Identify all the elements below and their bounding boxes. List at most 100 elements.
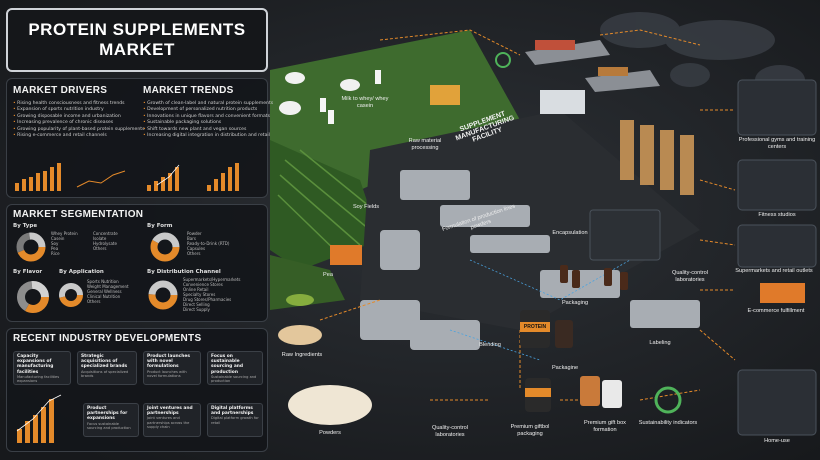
development-card-title: Digital platforms and partnerships — [211, 406, 254, 417]
drivers-panel: MARKET DRIVERS Rising health consciousne… — [6, 78, 273, 198]
giftbox-packaging-label: Premium giftbol packaging — [510, 424, 550, 437]
by-flavor-label: By Flavor — [13, 269, 43, 275]
labeling-label: Labeling — [649, 340, 671, 346]
legend-item: Hydrolysate — [93, 241, 117, 246]
legend-item: Whey Protein — [51, 231, 78, 236]
development-card: Product launches with novel formulations… — [143, 351, 201, 385]
quality-bottom-label: Quality-control laboratories — [431, 425, 469, 438]
protein-jar-label: PROTEIN — [523, 324, 547, 330]
legend-item: General Wellness — [87, 289, 122, 294]
title-line-1: PROTEIN SUPPLEMENTS — [28, 20, 246, 39]
legend-item: Weight Management — [87, 284, 129, 289]
development-card-body: Manufacturing facilities expansions — [17, 374, 60, 384]
gyms-label: Professional gyms and training centers — [738, 137, 816, 150]
by-form-donut — [150, 232, 180, 262]
pea-field — [270, 255, 345, 310]
development-card: Joint ventures and partnerships Joint ve… — [143, 403, 201, 437]
development-card: Focus on sustainable sourcing and produc… — [207, 351, 263, 385]
segmentation-heading: MARKET SEGMENTATION — [13, 209, 144, 220]
trend-bar-charts — [15, 163, 239, 191]
by-flavor-donut — [17, 281, 49, 313]
packaging-mid-label: Packaging — [561, 300, 589, 306]
developments-panel: RECENT INDUSTRY DEVELOPMENTS Capacity ex… — [6, 328, 268, 452]
farmland — [270, 30, 520, 190]
supermarket-scene — [737, 224, 817, 268]
trends-list: Growth of clean-label and natural protei… — [143, 101, 273, 139]
legend-item: Bars — [187, 236, 196, 241]
driver-item: Growing popularity of plant-based protei… — [13, 127, 144, 133]
development-card-body: Focus sustainable sourcing and productio… — [87, 421, 131, 431]
fitness-label: Fitness studios — [758, 212, 796, 218]
quality-lab-room — [589, 209, 661, 261]
raw-ingredients-pile — [278, 325, 322, 345]
delivery-truck — [540, 90, 585, 114]
production-line — [360, 170, 700, 350]
trend-item: Development of personalized nutrition pr… — [143, 107, 273, 113]
ecommerce-label: E-commerce fulfillment — [747, 308, 805, 314]
legend-item: Sports Nutrition — [87, 279, 119, 284]
development-card-body: Digital platform growth for retail — [211, 416, 259, 425]
legend-item: Direct Supply — [183, 307, 210, 312]
legend-item: Others — [93, 246, 107, 251]
development-card-title: Strategic acquisitions of specialized br… — [81, 354, 128, 370]
by-form-legend: Powder Bars Ready-to-Drink (RTD) Capsule… — [187, 231, 229, 256]
development-card-title: Capacity expansions of manufacturing fac… — [17, 354, 54, 375]
development-card-body: Product launches with novel formulations — [147, 369, 187, 379]
development-card-body: Acquisitions of specialized brands — [81, 369, 129, 379]
development-card-body: Joint ventures and partnerships across t… — [147, 416, 190, 430]
driver-item: Rising e-commerce and retail channels — [13, 133, 144, 139]
gym-scene — [737, 79, 817, 136]
by-form-label: By Form — [147, 223, 173, 229]
by-type-legend: Whey Protein Casein Soy Pea Rice — [51, 231, 78, 256]
home-scene — [737, 369, 817, 436]
legend-item: Powder — [187, 231, 202, 236]
cargo-ship-1 — [525, 40, 610, 65]
legend-item: Casein — [51, 236, 65, 241]
trend-item: Increasing digital integration in distri… — [143, 133, 273, 139]
title-box: PROTEIN SUPPLEMENTS MARKET — [6, 8, 268, 72]
trends-heading: MARKET TRENDS — [143, 85, 234, 96]
title-line-2: MARKET — [99, 40, 175, 59]
driver-item: Increasing prevalence of chronic disease… — [13, 120, 144, 126]
warehouse-shelves — [620, 120, 694, 195]
powders-label: Powders — [319, 430, 341, 436]
legend-item: Soy — [51, 241, 59, 246]
development-bar-chart — [16, 394, 62, 443]
legend-item: Concentrate — [93, 231, 118, 236]
recycle-icon-top — [495, 52, 511, 68]
legend-item: Direct Selling — [183, 302, 210, 307]
fitness-scene — [737, 159, 817, 211]
milk-bottles — [320, 70, 381, 124]
development-card: Capacity expansions of manufacturing fac… — [13, 351, 71, 385]
legend-item: Supermarkets/Hypermarkets — [183, 277, 241, 282]
cargo-ship-2 — [585, 67, 660, 92]
milk-label: Milk to whey/ whey casein — [341, 96, 389, 109]
drivers-heading: MARKET DRIVERS — [13, 85, 108, 96]
legend-item: Drug Stores/Pharmacies — [183, 297, 232, 302]
segmentation-panel: MARKET SEGMENTATION By Type Whey Protein… — [6, 204, 268, 322]
legend-item: Capsules — [187, 246, 206, 251]
pea-pile — [286, 294, 314, 306]
by-channel-legend: Supermarkets/Hypermarkets Convenience St… — [183, 277, 241, 312]
bulldozer — [430, 85, 460, 105]
legend-item: Pea — [51, 246, 59, 251]
quality-top-label: Quality-control laboratories — [671, 270, 709, 283]
trend-item: Innovations in unique flavors and conven… — [143, 114, 273, 120]
pea-label: Pea — [323, 272, 333, 278]
trend-item: Growth of clean-label and natural protei… — [143, 101, 273, 107]
legend-item: Isolate — [93, 236, 107, 241]
protein-jars — [520, 265, 628, 412]
cows — [279, 72, 360, 115]
drivers-list: Rising health consciousness and fitness … — [13, 101, 144, 139]
development-card: Product partnerships for expansions Focu… — [83, 403, 139, 437]
by-type-label: By Type — [13, 223, 38, 229]
legend-item: Clinical Nutrition — [87, 294, 121, 299]
raw-material-label: Raw material processing — [408, 138, 442, 151]
legend-item: Ready-to-Drink (RTD) — [187, 241, 230, 246]
development-card: Digital platforms and partnerships Digit… — [207, 403, 263, 437]
legend-item: Convenience Stores — [183, 282, 223, 287]
by-type-legend-2: Concentrate Isolate Hydrolysate Others — [93, 231, 118, 251]
trend-item: Sustainable packaging solutions — [143, 120, 273, 126]
driver-item: Expansion of sports nutrition industry — [13, 107, 144, 113]
sustainability-label: Sustainability indicators — [638, 420, 698, 426]
